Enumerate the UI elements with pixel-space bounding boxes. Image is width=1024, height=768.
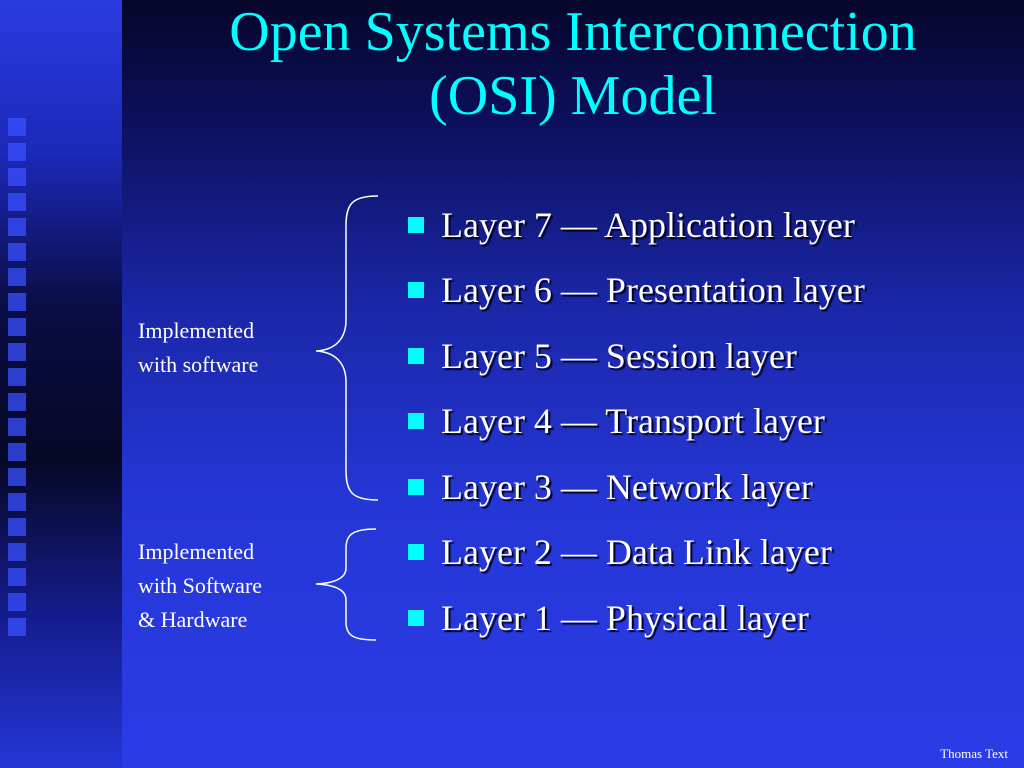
decorative-square	[8, 518, 26, 536]
decorative-square	[8, 368, 26, 386]
list-item-layer-4: Layer 4 — Transport layer	[408, 389, 865, 455]
square-bullet-icon	[408, 478, 424, 495]
annotation-hardware-line-3: & Hardware	[138, 607, 248, 632]
annotation-software: Implemented with software	[138, 314, 258, 382]
square-bullet-icon	[408, 609, 424, 626]
decorative-square	[8, 268, 26, 286]
decorative-left-strip	[0, 0, 122, 768]
decorative-square	[8, 318, 26, 336]
layer-label: Layer 4 — Transport layer	[441, 401, 825, 442]
list-item-layer-3: Layer 3 — Network layer	[408, 454, 865, 520]
annotation-hardware: Implemented with Software & Hardware	[138, 535, 262, 637]
annotation-software-line-1: Implemented	[138, 318, 255, 343]
square-bullet-icon	[408, 544, 424, 561]
software-brace-icon	[315, 195, 379, 501]
list-item-layer-6: Layer 6 — Presentation layer	[408, 258, 865, 324]
annotation-hardware-line-1: Implemented	[138, 539, 255, 564]
layer-label: Layer 6 — Presentation layer	[441, 270, 865, 311]
list-item-layer-7: Layer 7 — Application layer	[408, 192, 865, 258]
layer-label: Layer 3 — Network layer	[441, 466, 813, 507]
slide-title-line-2: (OSI) Model	[429, 65, 717, 127]
layer-label: Layer 5 — Session layer	[441, 335, 797, 376]
decorative-square	[8, 243, 26, 261]
decorative-square	[8, 418, 26, 436]
decorative-square	[8, 443, 26, 461]
layer-label: Layer 2 — Data Link layer	[441, 532, 832, 573]
square-bullet-icon	[408, 347, 424, 364]
decorative-square	[8, 468, 26, 486]
decorative-square	[8, 218, 26, 236]
list-item-layer-2: Layer 2 — Data Link layer	[408, 520, 865, 586]
list-item-layer-1: Layer 1 — Physical layer	[408, 585, 865, 651]
footer-credit: Thomas Text	[940, 746, 1008, 761]
decorative-square	[8, 568, 26, 586]
decorative-square	[8, 618, 26, 636]
decorative-square	[8, 193, 26, 211]
decorative-square-column	[8, 118, 26, 643]
layer-label: Layer 1 — Physical layer	[441, 597, 809, 638]
layer-list: Layer 7 — Application layer Layer 6 — Pr…	[408, 192, 865, 651]
decorative-square	[8, 293, 26, 311]
slide-title-line-1: Open Systems Interconnection	[229, 1, 917, 63]
annotation-software-line-2: with software	[138, 352, 259, 377]
decorative-square	[8, 168, 26, 186]
slide-title: Open Systems Interconnection (OSI) Model	[122, 0, 1024, 128]
decorative-square	[8, 393, 26, 411]
decorative-square	[8, 493, 26, 511]
list-item-layer-5: Layer 5 — Session layer	[408, 323, 865, 389]
decorative-square	[8, 593, 26, 611]
square-bullet-icon	[408, 413, 424, 430]
decorative-square	[8, 343, 26, 361]
square-bullet-icon	[408, 282, 424, 299]
hardware-brace-icon	[315, 528, 377, 641]
decorative-square	[8, 143, 26, 161]
decorative-square	[8, 118, 26, 136]
decorative-square	[8, 543, 26, 561]
square-bullet-icon	[408, 216, 424, 233]
annotation-hardware-line-2: with Software	[138, 573, 263, 598]
layer-label: Layer 7 — Application layer	[441, 204, 855, 245]
